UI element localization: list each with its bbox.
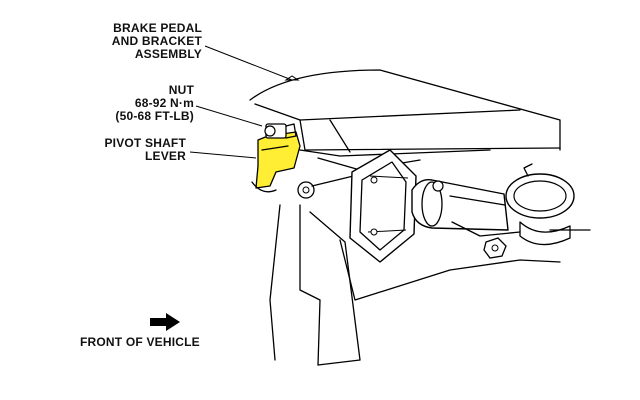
reservoir-base <box>519 221 571 246</box>
front-arrow <box>150 313 180 331</box>
label-brake-line-2: AND BRACKET <box>111 34 202 48</box>
label-pivot-shaft-lever: PIVOT SHAFT LEVER <box>40 137 186 163</box>
cylinder-nut <box>432 180 444 192</box>
lever-highlight <box>255 131 301 189</box>
label-nut: NUT 68-92 N·m (50-68 FT-LB) <box>40 84 194 123</box>
stud-top <box>370 176 378 184</box>
bracket-top-edge <box>249 69 561 151</box>
bracket-inner-edge <box>299 149 491 157</box>
leader-nut <box>195 105 263 127</box>
bracket-top-ridge <box>299 109 521 121</box>
floor-edge <box>339 239 561 301</box>
label-pivot-line-2: LEVER <box>144 149 186 163</box>
label-front-of-vehicle: FRONT OF VEHICLE <box>80 335 200 349</box>
link-pin <box>302 186 310 194</box>
label-pivot-line-1: PIVOT SHAFT <box>104 136 186 150</box>
bracket-assembly <box>249 69 561 171</box>
nut-face <box>264 125 276 137</box>
firewall-left <box>269 204 281 361</box>
label-brake-pedal-assembly: BRAKE PEDAL AND BRACKET ASSEMBLY <box>60 22 202 61</box>
label-nut-line-2: 68-92 N·m <box>134 96 194 110</box>
pivot-shaft-lever <box>251 131 301 193</box>
reservoir-vent <box>523 163 533 177</box>
leader-brake <box>204 45 293 81</box>
arrow-icon <box>150 313 180 331</box>
leader-pivot <box>189 151 257 159</box>
label-nut-line-3: (50-68 FT-LB) <box>115 109 194 123</box>
cylinder-lower <box>451 221 521 237</box>
cylinder-flange <box>421 181 443 227</box>
master-cylinder <box>411 179 521 237</box>
firewall-outline <box>269 204 591 366</box>
lever-edge <box>261 145 289 151</box>
bracket-lower-ridge <box>304 147 561 151</box>
mounting-plate <box>349 149 417 263</box>
label-brake-line-3: ASSEMBLY <box>134 47 202 61</box>
mounting-nut <box>483 237 507 259</box>
lever-hook <box>251 181 277 193</box>
cylinder-line <box>449 195 506 206</box>
reservoir-cap <box>513 180 567 212</box>
mount-nut-hole <box>491 244 499 252</box>
bracket-fold-1 <box>329 119 351 153</box>
label-brake-line-1: BRAKE PEDAL <box>113 21 202 35</box>
firewall-base <box>317 359 361 366</box>
reservoir <box>505 163 575 246</box>
firewall-right <box>309 211 361 361</box>
firewall-front <box>299 204 321 366</box>
stud-bottom <box>370 228 378 236</box>
label-nut-line-1: NUT <box>168 83 194 97</box>
nut-stud <box>285 123 297 139</box>
nut <box>264 123 297 139</box>
